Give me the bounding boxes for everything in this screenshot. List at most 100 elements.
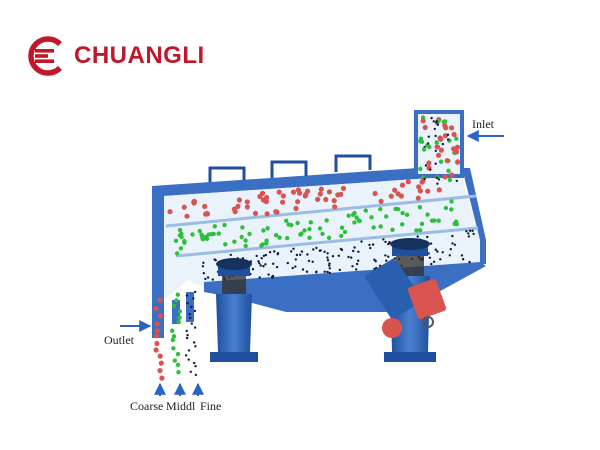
- coarse-particle: [273, 209, 279, 215]
- coarse-particle: [326, 189, 332, 195]
- particle: [422, 124, 428, 131]
- coarse-particle: [235, 203, 241, 209]
- fine-particle: [448, 254, 451, 257]
- fine-particle: [328, 264, 331, 267]
- lower-screen-deck: [175, 226, 479, 258]
- coarse-particle: [332, 204, 338, 210]
- fine-particle: [187, 358, 190, 361]
- fine-particle: [202, 261, 205, 264]
- middle-particle: [190, 232, 195, 237]
- middle-particle: [243, 238, 248, 243]
- fine-particle: [311, 260, 314, 263]
- coarse-particle: [264, 211, 270, 217]
- particle: [437, 135, 443, 141]
- fine-particle: [294, 258, 297, 261]
- coarse-particle: [419, 179, 425, 185]
- particle: [444, 158, 450, 164]
- fine-particle: [387, 255, 390, 258]
- fine-particle: [229, 253, 232, 257]
- middle-particle: [177, 227, 183, 233]
- coarse-particle: [340, 185, 347, 191]
- fine-particle: [185, 329, 188, 333]
- middle-particle: [346, 213, 351, 218]
- coarse-particle: [295, 199, 301, 205]
- middle-particle: [174, 298, 179, 303]
- coarse-particle: [293, 205, 299, 212]
- middle-particle: [286, 222, 291, 227]
- middle-particle: [400, 222, 405, 227]
- fine-particle: [194, 373, 197, 377]
- fine-particle: [467, 235, 471, 238]
- fine-particle: [251, 268, 255, 271]
- middle-particle: [273, 233, 279, 238]
- fine-particle: [300, 250, 304, 253]
- coarse-particle: [280, 199, 286, 205]
- middle-particle: [232, 239, 237, 244]
- fine-particle: [416, 235, 419, 238]
- middle-particle: [200, 237, 206, 242]
- fine-particle: [262, 254, 266, 257]
- middle-particle: [216, 231, 221, 236]
- particle: [433, 127, 436, 131]
- coarse-particle: [276, 189, 282, 195]
- particle: [443, 125, 449, 131]
- middle-particle: [369, 215, 374, 220]
- fine-particle: [184, 354, 188, 357]
- fine-particle: [299, 253, 302, 256]
- fine-particle: [192, 297, 195, 300]
- middle-particle: [174, 251, 180, 256]
- middle-particle: [171, 303, 177, 308]
- fine-particle: [384, 254, 387, 257]
- particle: [441, 119, 446, 125]
- middle-particle: [342, 229, 348, 235]
- fine-particle: [352, 249, 355, 253]
- fine-particle: [189, 370, 192, 373]
- fine-particle: [430, 262, 433, 266]
- fine-particle: [328, 262, 331, 265]
- coarse-particle: [399, 182, 406, 188]
- fine-particle: [385, 259, 388, 262]
- outlet-spout-fine: [186, 292, 194, 322]
- fine-particle: [255, 254, 258, 258]
- particle: [434, 149, 437, 152]
- middle-particle: [400, 210, 405, 216]
- fine-particle: [326, 252, 329, 255]
- middle-particle: [352, 220, 357, 225]
- fine-particle: [268, 251, 272, 254]
- fine-particle: [374, 260, 377, 263]
- middle-particle: [239, 234, 244, 240]
- middle-particle: [171, 334, 177, 339]
- particle: [420, 118, 426, 124]
- fine-particle: [465, 230, 468, 233]
- particle: [419, 139, 425, 144]
- fine-particle: [360, 240, 363, 243]
- particle: [449, 125, 455, 131]
- middle-particle: [324, 218, 329, 223]
- coarse-particle: [157, 297, 163, 303]
- fine-particle: [193, 326, 197, 329]
- fine-particle: [357, 259, 360, 262]
- outlet-spout-middle: [172, 300, 180, 324]
- fine-particle: [275, 265, 279, 269]
- fine-particle: [326, 256, 329, 259]
- middle-particle: [429, 218, 435, 223]
- particle: [437, 178, 441, 181]
- coarse-particle: [372, 190, 378, 197]
- middle-particle: [182, 240, 187, 245]
- coarse-particle: [153, 333, 159, 339]
- middle-particle: [419, 221, 425, 226]
- fine-particle: [295, 253, 299, 257]
- fine-particle: [290, 250, 293, 253]
- middle-particle: [425, 212, 430, 217]
- middle-particle: [339, 233, 344, 239]
- fine-particle: [353, 246, 356, 249]
- particle: [436, 182, 439, 185]
- middle-particle: [363, 208, 368, 213]
- coarse-particle: [204, 211, 210, 217]
- coarse-particle: [257, 193, 263, 200]
- particle: [427, 142, 430, 145]
- fine-particle: [426, 235, 429, 239]
- fine-particle: [451, 242, 454, 245]
- middle-particle: [173, 238, 179, 243]
